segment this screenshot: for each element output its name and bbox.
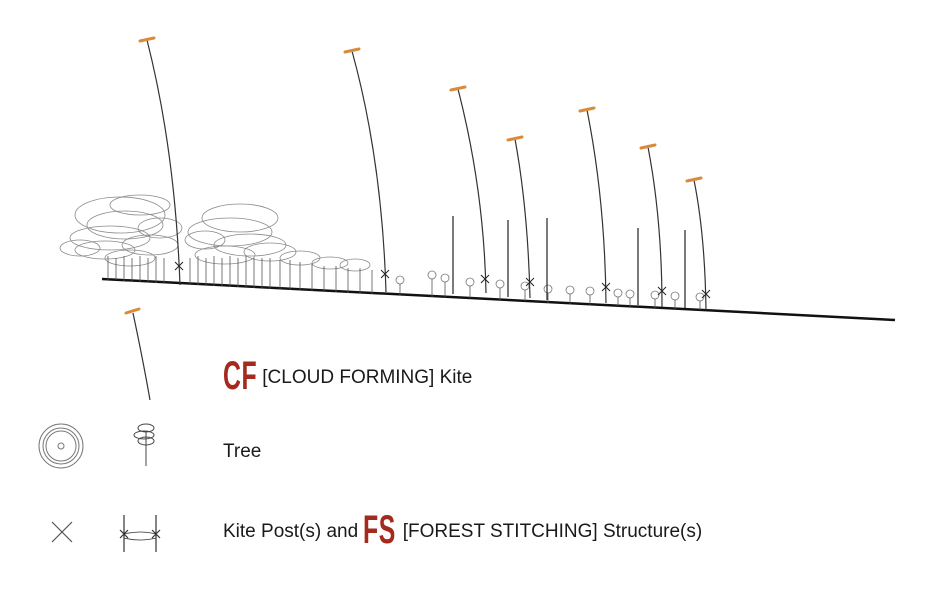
kite-post-marks — [174, 261, 711, 299]
ground-line — [101, 277, 896, 322]
tree-elevation-icon — [133, 423, 155, 466]
legend-kite-label: [CLOUD FORMING] Kite — [262, 367, 473, 388]
legend-post-suffix: [FOREST STITCHING] Structure(s) — [402, 521, 703, 542]
legend-kite: CF [CLOUD FORMING] Kite — [223, 354, 472, 399]
small-trees-right — [395, 270, 705, 310]
tree-canopy-cluster-left — [59, 194, 371, 272]
legend-post: Kite Post(s) and FS [FOREST STITCHING] S… — [223, 508, 702, 553]
post-plan-icon — [51, 521, 73, 543]
legend-tree: Tree — [223, 441, 261, 463]
tree-plan-icon — [38, 423, 84, 469]
tree-stems — [107, 256, 373, 294]
stitching-structure-icon — [119, 515, 161, 552]
kites — [138, 36, 703, 183]
stitching-posts — [452, 216, 686, 308]
legend-post-prefix: Kite Post(s) and — [223, 521, 359, 542]
legend-kite-abbr: CF — [223, 354, 258, 398]
legend-tree-label: Tree — [223, 441, 262, 462]
legend-post-abbr: FS — [363, 508, 397, 552]
kite-tethers — [146, 39, 707, 311]
kite-icon — [124, 307, 151, 401]
